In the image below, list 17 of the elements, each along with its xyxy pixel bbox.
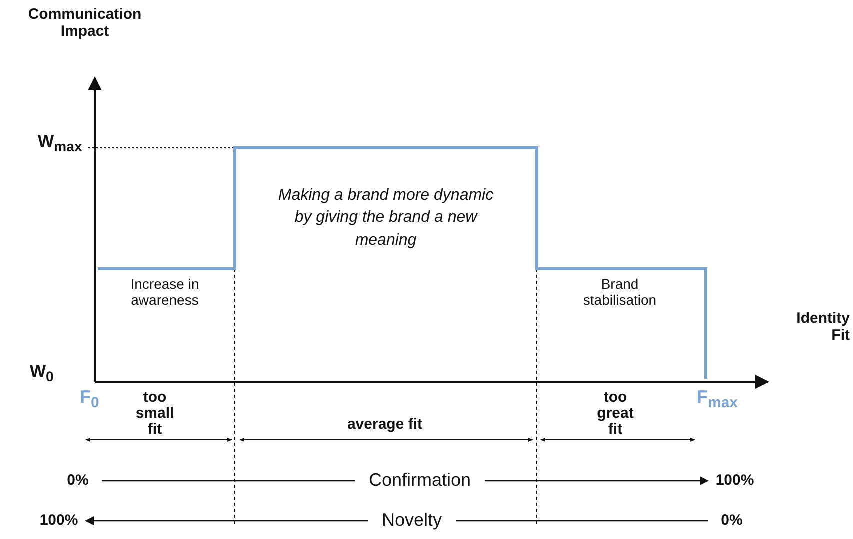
axis-value-label: W$_{max}$ bbox=[38, 132, 82, 156]
axis-value-label: F$_{0}$ bbox=[80, 387, 100, 412]
range-label: average fit bbox=[346, 416, 424, 434]
axis-value-label: F$_{max}$ bbox=[697, 387, 738, 412]
percent-label: 100% bbox=[712, 471, 758, 491]
percent-label: 0% bbox=[58, 471, 98, 491]
description-text: Making a brand more dynamic by giving the brand a new meaning bbox=[277, 186, 495, 251]
axis-title: Identity Fit bbox=[796, 310, 850, 344]
range-label: too great fit bbox=[596, 390, 635, 438]
percent-label: 0% bbox=[712, 511, 752, 531]
axis-title: Communication Impact bbox=[27, 6, 143, 40]
edge-label: Novelty bbox=[368, 510, 456, 530]
phase-label: Increase in awareness bbox=[130, 276, 200, 308]
range-label: too small fit bbox=[134, 390, 176, 438]
percent-label: 100% bbox=[36, 511, 82, 531]
phase-label: Brand stabilisation bbox=[582, 276, 658, 308]
axis-value-label: W$_{0}$ bbox=[30, 362, 54, 386]
